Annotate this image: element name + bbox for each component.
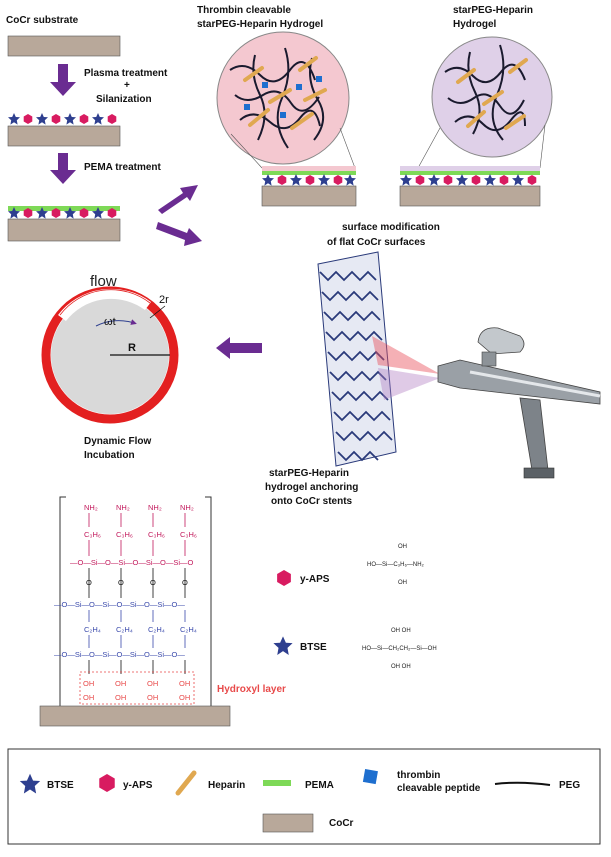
svg-text:OH: OH [83, 693, 94, 702]
btse-label: BTSE [300, 642, 327, 653]
thrombin-hydrogel-zoom [216, 31, 350, 165]
svg-text:O: O [86, 578, 92, 587]
legend-btse: BTSE [47, 780, 74, 791]
dynamic-flow-1: Dynamic Flow [84, 436, 151, 447]
silanized-substrate [7, 113, 121, 147]
legend-cocr-icon [262, 813, 314, 833]
chemical-structure: NH₂ NH₂ NH₂ NH₂ C₃H₆ C₃H₆ C₃H₆ C₃H₆ —O—S… [39, 496, 231, 727]
nh2-2: NH₂ [116, 503, 130, 512]
cocr-substrate-label: CoCr substrate [6, 15, 79, 26]
plasma-label-2: + [124, 80, 130, 91]
down-arrow-2 [50, 153, 76, 184]
flow-chamber [41, 286, 179, 424]
btse-formula-mid: HO—Si—CH₂CH₂—Si—OH [362, 646, 437, 652]
c3h6-4: C₃H₆ [180, 530, 197, 539]
nh2-3: NH₂ [148, 503, 162, 512]
legend: BTSE y-APS Heparin PEMA thrombin cleavab… [7, 748, 601, 845]
plasma-label-1: Plasma treatment [84, 68, 168, 79]
thrombin-coated-substrate [261, 166, 357, 207]
legend-thrombin-2: cleavable peptide [397, 783, 481, 794]
airbrush [437, 327, 601, 479]
c3h6-3: C₃H₆ [148, 530, 165, 539]
si-row-btse-1: —O—Si—O—Si—O—Si—O—Si—O— [54, 600, 185, 609]
svg-text:OH: OH [179, 679, 190, 688]
aps-formula-mid: HO—Si—C₃H₆—NH₂ [367, 562, 425, 568]
yaps-hexagon-icon [277, 570, 291, 586]
cocr-substrate-1 [7, 35, 121, 57]
branch-arrow-up [158, 185, 198, 214]
svg-text:OH: OH [147, 679, 158, 688]
svg-text:OH: OH [179, 693, 190, 702]
svg-text:OH: OH [147, 693, 158, 702]
hydrogel-title-1: starPEG-Heparin [453, 5, 533, 16]
zoom-line-1b [339, 127, 356, 169]
flow-label: flow [90, 273, 117, 290]
thrombin-title-2: starPEG-Heparin Hydrogel [197, 19, 323, 30]
surface-mod-1: surface modification [342, 222, 440, 233]
yaps-label: y-APS [300, 574, 330, 585]
legend-peg: PEG [559, 780, 580, 791]
c2h4-1: C₂H₄ [84, 625, 101, 634]
btse-formula-top: OH OH [391, 628, 411, 634]
legend-yaps: y-APS [123, 780, 153, 791]
svg-text:OH: OH [115, 679, 126, 688]
btse-star-icon [273, 636, 293, 655]
plasma-label-3: Silanization [96, 94, 152, 105]
legend-pema-icon [263, 780, 291, 786]
c2h4-3: C₂H₄ [148, 625, 165, 634]
btse-formula-bot: OH OH [391, 664, 411, 670]
c3h6-2: C₃H₆ [116, 530, 133, 539]
legend-pema: PEMA [305, 780, 334, 791]
stent [317, 251, 397, 467]
svg-text:OH: OH [83, 679, 94, 688]
svg-text:OH: OH [115, 693, 126, 702]
legend-peptide-icon [362, 769, 378, 785]
hydrogel-zoom [431, 36, 553, 158]
svg-text:O: O [150, 578, 156, 587]
stent-label-3: onto CoCr stents [271, 496, 353, 507]
left-arrow [216, 337, 262, 359]
down-arrow-1 [50, 64, 76, 96]
thrombin-title-1: Thrombin cleavable [197, 5, 291, 16]
zoom-line-2a [417, 127, 441, 169]
legend-heparin-icon [175, 770, 197, 796]
hydroxyl-layer-label: Hydroxyl layer [217, 684, 286, 695]
zoom-line-2b [539, 124, 546, 169]
legend-cocr: CoCr [329, 818, 354, 829]
omega-t-label: ωt [104, 316, 116, 328]
aps-formula-top: OH [398, 544, 407, 550]
si-row-aps: —O—Si—O—Si—O—Si—O—Si—O [70, 558, 194, 567]
stent-label-1: starPEG-Heparin [269, 468, 349, 479]
zoom-line-1a [230, 133, 263, 169]
stent-label-2: hydrogel anchoring [265, 482, 358, 493]
aps-formula-bot: OH [398, 580, 407, 586]
branch-arrow-down [156, 222, 202, 246]
hydrogel-coated-substrate [399, 166, 541, 207]
two-r-label: 2r [159, 294, 169, 306]
svg-text:O: O [118, 578, 124, 587]
hydrogel-title-2: Hydrogel [453, 19, 497, 30]
svg-text:O: O [182, 578, 188, 587]
spray-cone-red [372, 336, 440, 374]
surface-mod-2: of flat CoCr surfaces [327, 237, 426, 248]
radius-label: R [128, 342, 136, 354]
c2h4-4: C₂H₄ [180, 625, 197, 634]
pema-treatment-label: PEMA treatment [84, 162, 162, 173]
legend-heparin: Heparin [208, 780, 245, 791]
legend-thrombin-1: thrombin [397, 770, 440, 781]
nh2-1: NH₂ [84, 503, 98, 512]
nh2-4: NH₂ [180, 503, 194, 512]
c2h4-2: C₂H₄ [116, 625, 133, 634]
pema-substrate [7, 206, 121, 242]
dynamic-flow-2: Incubation [84, 450, 135, 461]
spray-cone-purple [378, 368, 440, 400]
legend-peg-icon [494, 781, 551, 786]
si-row-btse-2: —O—Si—O—Si—O—Si—O—Si—O— [54, 650, 185, 659]
c3h6-1: C₃H₆ [84, 530, 101, 539]
